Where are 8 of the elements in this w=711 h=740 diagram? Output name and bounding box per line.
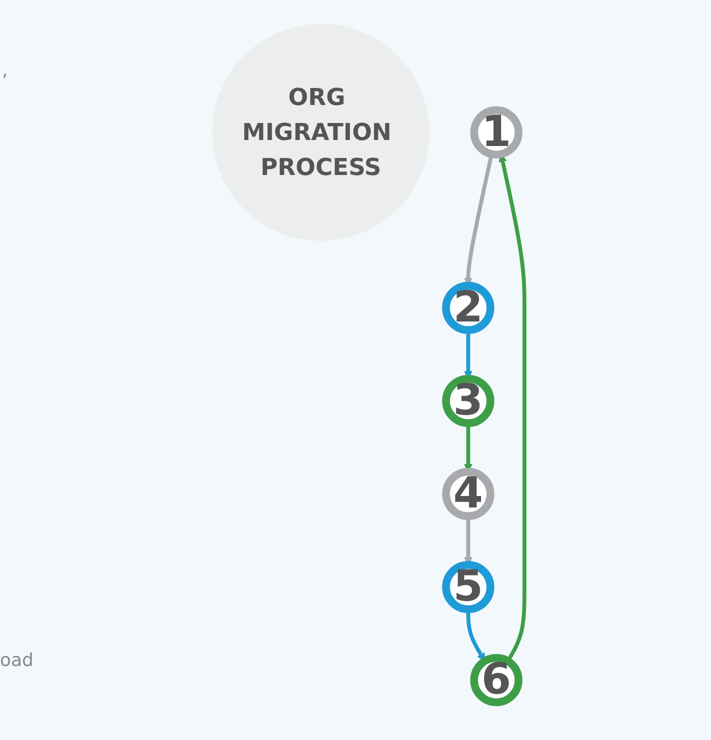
node-circle: 2 <box>442 282 494 334</box>
node-circle: 4 <box>442 468 494 520</box>
node-circle: 1 <box>470 106 522 158</box>
node-circle: 3 <box>442 374 494 428</box>
text-fragment: , <box>2 60 8 81</box>
text-fragment: oad <box>0 650 34 671</box>
node-circle: 6 <box>470 654 522 706</box>
node-circle: 5 <box>442 560 494 614</box>
